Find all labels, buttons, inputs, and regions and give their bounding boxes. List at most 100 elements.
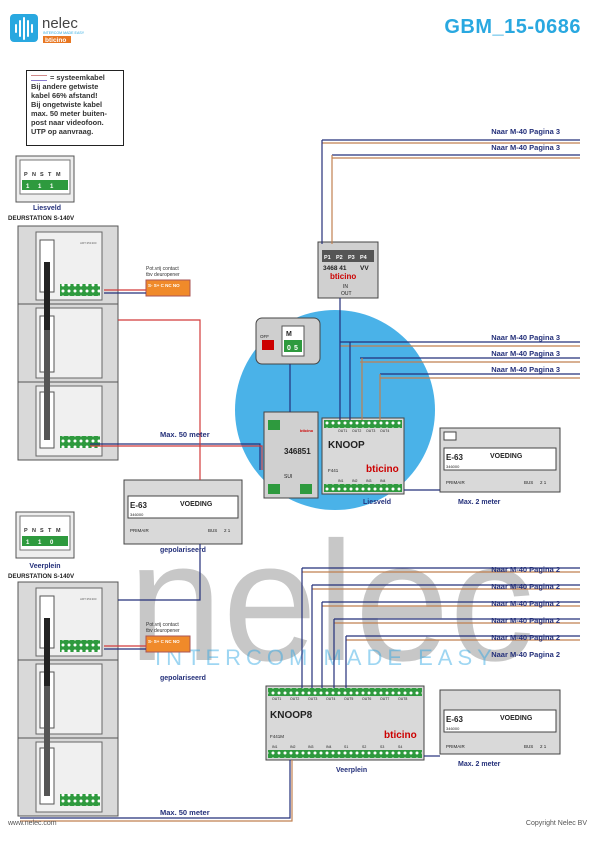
cable-label: Naar M-40 Pagina 2 xyxy=(491,599,560,608)
knoop-terminal: IN4 xyxy=(380,479,386,483)
legend-key: = systeemkabel xyxy=(31,73,119,82)
door-station-liesveld: P N S T M 1 1 1 Liesveld DEURSTATION S-1… xyxy=(8,155,119,461)
knoop-terminal: IN4 xyxy=(326,745,332,749)
contact-label: Pot.vrij contact xyxy=(146,266,179,272)
knoop-terminal: S2 xyxy=(362,745,366,749)
contact-terminals: S- S+ C NC NO xyxy=(148,283,180,288)
psu-bus: BUS xyxy=(208,528,217,533)
interface-port: P4 xyxy=(360,255,368,261)
knoop-terminal: S4 xyxy=(398,745,402,749)
max50-label: Max. 50 meter xyxy=(160,808,210,817)
knoop-terminal: OUT4 xyxy=(380,429,389,433)
station-model: DEURSTATION S-140V xyxy=(8,215,75,222)
dip-label: M xyxy=(56,528,61,534)
cable-label: Naar M-40 Pagina 3 xyxy=(491,127,560,136)
adapter-brand: bticino xyxy=(300,428,314,433)
cable-label: Naar M-40 Pagina 3 xyxy=(491,365,560,374)
legend-line: UTP op aanvraag. xyxy=(31,127,94,136)
knoop-caption: Veerplein xyxy=(336,767,367,774)
knoop-terminal: OUT2 xyxy=(290,697,299,701)
knoop-code: F441M xyxy=(270,734,284,739)
psu-name: E-63 xyxy=(130,501,147,510)
dip-value: 1 xyxy=(38,540,42,546)
contact-label: tbv deuropener xyxy=(146,628,180,634)
cable-label: Naar M-40 Pagina 2 xyxy=(491,582,560,591)
knoop-terminal: IN1 xyxy=(338,479,344,483)
config-label: M xyxy=(286,331,292,338)
brand-name: nelec xyxy=(42,15,78,32)
interface-brand: bticino xyxy=(330,272,356,281)
legend-line: Bij ongetwiste kabel xyxy=(31,100,103,109)
adapter-sub: SUI xyxy=(284,474,292,480)
contact-label: Pot.vrij contact xyxy=(146,622,179,628)
max50-label: Max. 50 meter xyxy=(160,430,210,439)
footer-url: www.nelec.com xyxy=(8,820,57,827)
psu-bus: BUS xyxy=(524,744,533,749)
knoop-name: KNOOP8 xyxy=(270,710,313,721)
psu-bus: BUS xyxy=(524,480,533,485)
module-code: ART.351300 xyxy=(80,241,97,245)
dip-value: 0 xyxy=(50,540,54,546)
adapter-off: OFF xyxy=(260,334,269,339)
brand-sub: bticino xyxy=(45,37,66,44)
interface-port: P2 xyxy=(336,255,343,261)
dip-value: 1 xyxy=(38,184,42,190)
psu-note: Max. 2 meter xyxy=(458,499,501,506)
psu-name: E-63 xyxy=(446,453,463,462)
psu-middle: E-63 VOEDING 346000 PRIMAIR BUS 2 1 gepo… xyxy=(123,479,243,554)
interface-port: P3 xyxy=(348,255,355,261)
cable-label: Naar M-40 Pagina 3 xyxy=(491,333,560,342)
knoop-brand: bticino xyxy=(366,464,399,475)
cables xyxy=(20,139,580,822)
dip-label: M xyxy=(56,172,61,178)
psu-terms: 2 1 xyxy=(540,480,547,485)
knoop-terminal: OUT6 xyxy=(362,697,371,701)
knoop-terminal: OUT1 xyxy=(338,429,347,433)
psu-terms: 2 1 xyxy=(540,744,547,749)
dip-label: N xyxy=(32,172,36,178)
config-label: 5 xyxy=(294,345,298,352)
psu-label: VOEDING xyxy=(490,453,523,460)
interface-346841: P1 P2 P3 P4 3468 41 VV bticino IN OUT xyxy=(317,241,379,299)
psu-label: VOEDING xyxy=(500,715,533,722)
dip-label: S xyxy=(40,172,44,178)
cable-swatch xyxy=(31,74,47,81)
knoop-name: KNOOP xyxy=(328,440,365,451)
psu-right-bottom: E-63 VOEDING 346000 PRIMAIR BUS 2 1 Max.… xyxy=(439,689,561,768)
legend-line: kabel 66% afstand! xyxy=(31,91,98,100)
knoop-terminal: OUT4 xyxy=(326,697,335,701)
knoop-terminal: OUT2 xyxy=(352,429,361,433)
legend-box: = systeemkabel Bij andere getwiste kabel… xyxy=(26,70,124,146)
cable-label: Naar M-40 Pagina 2 xyxy=(491,565,560,574)
knoop-terminal: IN3 xyxy=(308,745,314,749)
nelec-logo: nelec INTERCOM MADE EASY bticino xyxy=(10,14,85,44)
station-model: DEURSTATION S-140V xyxy=(8,573,75,580)
contact-block-veerplein: Pot.vrij contact tbv deuropener S- S+ C … xyxy=(145,622,191,653)
knoop-terminal: IN3 xyxy=(366,479,372,483)
psu-label: VOEDING xyxy=(180,501,213,508)
psu-right-top: E-63 VOEDING 346000 PRIMAIR BUS 2 1 Max.… xyxy=(439,427,561,506)
knoop-terminal: OUT3 xyxy=(308,697,317,701)
station-name: Liesveld xyxy=(33,205,61,212)
station-name: Veerplein xyxy=(29,563,60,570)
interface-in: IN xyxy=(343,284,348,290)
cable-label: Naar M-40 Pagina 3 xyxy=(491,349,560,358)
legend-key-label: = systeemkabel xyxy=(50,73,105,82)
dip-value: 1 xyxy=(26,184,30,190)
knoop8-f441m: KNOOP8 F441M bticino Veerplein OUT1 OUT2… xyxy=(265,685,425,774)
dip-label: S xyxy=(40,528,44,534)
dip-value: 1 xyxy=(50,184,54,190)
knoop-terminal: S3 xyxy=(380,745,384,749)
psu-code: 346000 xyxy=(446,464,460,469)
knoop-terminal: IN2 xyxy=(352,479,358,483)
legend-line: max. 50 meter buiten- xyxy=(31,109,107,118)
knoop-code: F441 xyxy=(328,468,339,473)
interface-vv: VV xyxy=(360,265,369,272)
knoop-terminal: IN2 xyxy=(290,745,296,749)
document-code: GBM_15-0686 xyxy=(444,16,581,38)
watermark-tagline: INTERCOM MADE EASY xyxy=(155,645,497,670)
psu-primary: PRIMAIR xyxy=(446,744,466,749)
module-code: ART.351300 xyxy=(80,597,97,601)
cable-label: Naar M-40 Pagina 2 xyxy=(491,650,560,659)
